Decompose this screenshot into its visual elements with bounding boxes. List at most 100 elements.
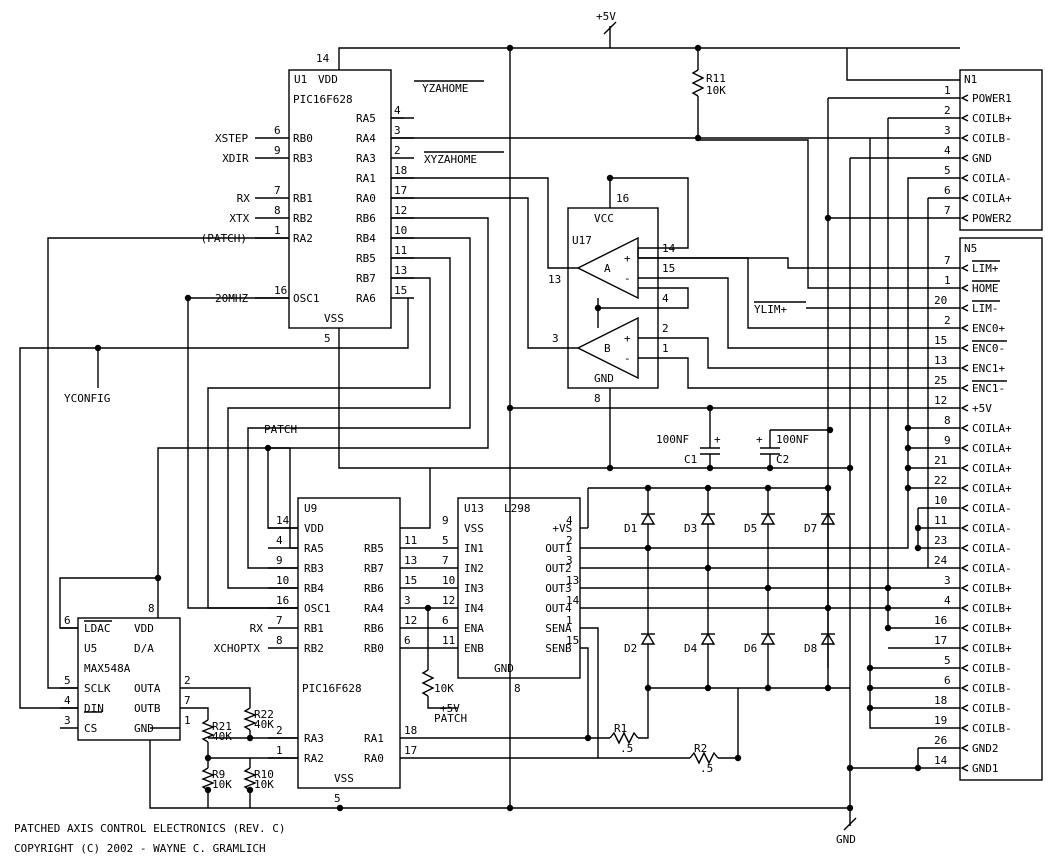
n5-pin-name: COILA+	[972, 422, 1012, 435]
u9-body	[297, 497, 401, 789]
n1-pin-number: 5	[944, 164, 951, 177]
u1-net-label: RX	[237, 192, 251, 205]
u13-pin-gnd: 8	[514, 682, 521, 695]
diode-symbol	[640, 632, 656, 645]
n5-pin-name: COILB-	[972, 722, 1012, 735]
resistor-value: 40K	[212, 730, 232, 743]
u17-body	[567, 207, 659, 389]
diode-symbol	[700, 632, 716, 645]
u1-pin-number: 10	[394, 224, 407, 237]
u13-pin-name: OUT4	[545, 602, 572, 615]
u17-opamp-b	[576, 316, 639, 380]
net-xyzahome: XYZAHOME	[424, 153, 477, 166]
junction-dot	[866, 664, 874, 672]
resistor-name: R9	[212, 768, 225, 781]
c2-ref: C2	[776, 453, 789, 466]
resistor-value: 10K	[254, 778, 274, 791]
u1-pin-vdd: 14	[316, 52, 330, 65]
n5-pin-name: COILA+	[972, 442, 1012, 455]
junction-dot	[506, 44, 514, 52]
n5-pin-arrow	[960, 344, 969, 352]
u1-ref: U1	[294, 73, 307, 86]
n5-pin-name: COILA-	[972, 542, 1012, 555]
wire	[718, 688, 739, 759]
u17-b-minus: -	[624, 352, 631, 365]
n5-pin-number: 1	[944, 274, 951, 287]
resistor-zigzag	[243, 707, 257, 731]
n5-pin-arrow	[960, 764, 969, 772]
u13-pin-number: 9	[442, 514, 449, 527]
u13-pin-number: 3	[566, 554, 573, 567]
wire	[638, 688, 649, 739]
junction-dot	[914, 764, 922, 772]
n1-pin-arrow	[960, 154, 969, 162]
n5-pin-number: 15	[934, 334, 947, 347]
wire	[869, 138, 960, 729]
n5-pin-arrow	[960, 504, 969, 512]
u17-chip: VCC U17 GND A B + - + - 16 8 13 14 15 4 …	[548, 180, 689, 468]
yconfig-label: YCONFIG	[64, 392, 110, 405]
n1-ref: N1	[964, 73, 977, 86]
u1-pin-number: 3	[394, 124, 401, 137]
diode-symbol	[640, 512, 656, 525]
u17-a: A	[604, 262, 611, 275]
r11: R11 10K	[691, 48, 726, 140]
wire	[846, 48, 960, 81]
wire	[638, 357, 960, 389]
junction-dot	[766, 464, 774, 472]
n5-pin-name: LIM-	[972, 302, 999, 315]
r-patch-label: PATCH	[434, 712, 467, 725]
junction-dot	[154, 574, 162, 582]
u9-pin-number: 17	[404, 744, 417, 757]
n1-pin-name: COILA-	[972, 172, 1012, 185]
u1-pin-number: 2	[394, 144, 401, 157]
wire	[180, 707, 209, 720]
u9-pin-number: 3	[404, 594, 411, 607]
n5-pin-number: 11	[934, 514, 947, 527]
u13-pin-name: OUT3	[545, 582, 572, 595]
u1-vss: VSS	[324, 312, 344, 325]
u9-pin-number: 2	[276, 724, 283, 737]
u9-pin-number: 9	[276, 554, 283, 567]
wire	[247, 237, 471, 569]
junction-dot	[884, 604, 892, 612]
n5-pin-arrow	[960, 644, 969, 652]
r-patch-value: 10K	[434, 682, 454, 695]
junction-dot	[246, 786, 254, 794]
r1: R1 .5	[580, 647, 649, 755]
wire	[603, 21, 617, 35]
interconnect	[47, 97, 960, 808]
r11-name: R11	[706, 72, 726, 85]
u13-pin-number: 13	[566, 574, 579, 587]
junction-dot	[884, 624, 892, 632]
u9-pin-name: RB6	[364, 622, 384, 635]
junction-dot	[204, 754, 212, 762]
n1-pin-number: 4	[944, 144, 951, 157]
n5-pin-name: COILB+	[972, 602, 1012, 615]
junction-dot	[824, 684, 832, 692]
wire	[19, 298, 409, 709]
n5-pin-number: 18	[934, 694, 947, 707]
u13-pin-number: 14	[566, 594, 580, 607]
junction-dot	[704, 684, 712, 692]
n5-pin-number: 26	[934, 734, 947, 747]
footer-line2: COPYRIGHT (C) 2002 - WAYNE C. GRAMLICH	[14, 842, 266, 855]
wire	[597, 287, 689, 309]
n5-pin-number: 25	[934, 374, 947, 387]
u17-p15: 15	[662, 262, 675, 275]
u9-pin-number: 11	[404, 534, 417, 547]
n5-pin-name: ENC1-	[972, 382, 1005, 395]
u13-pin-number: 15	[566, 634, 579, 647]
u1-pin-name: RB1	[293, 192, 313, 205]
n5-pin-number: 12	[934, 394, 947, 407]
n5-pin-number: 2	[944, 314, 951, 327]
u9-chip: U9 PIC16F628 VSS 5 14VDD4RA59RB310RB416O…	[214, 497, 417, 805]
r2: R2 .5	[580, 627, 739, 775]
u13-pin-name: SENA	[545, 622, 572, 635]
c2-plus: +	[756, 433, 763, 446]
n5-pin-name: COILB+	[972, 622, 1012, 635]
u9-pin-name: RB7	[364, 562, 384, 575]
